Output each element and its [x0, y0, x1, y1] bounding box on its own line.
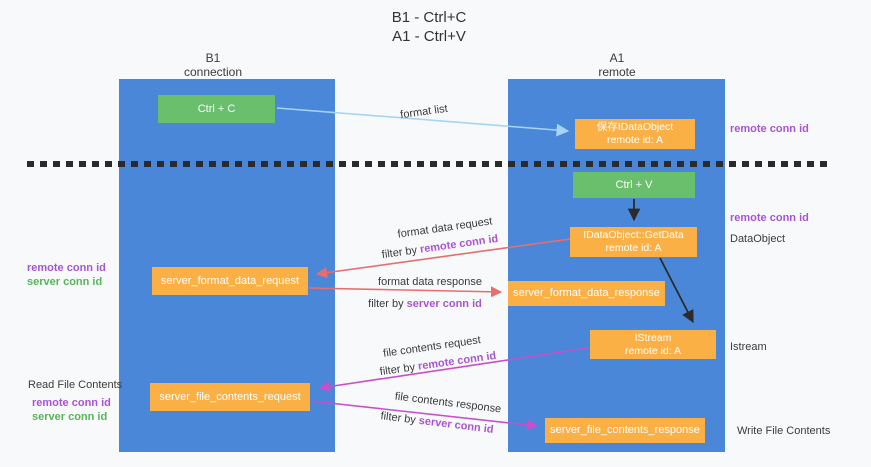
format-data-response-filter-label: filter by server conn id — [368, 298, 482, 310]
filter-by-text: filter by — [379, 410, 420, 427]
server-conn-id-key: server conn id — [418, 414, 495, 436]
read-file-contents-label: Read File Contents — [28, 379, 123, 391]
right-remote-conn-id-2: remote conn id — [730, 212, 809, 224]
ctrl-v-box: Ctrl + V — [573, 172, 695, 198]
filter-by-text: filter by — [368, 298, 407, 310]
filter-by-text: filter by — [379, 360, 419, 379]
dashed-divider — [27, 161, 830, 167]
file-contents-response-label: file contents response — [394, 390, 502, 416]
left-conn-ids-2: remote conn id server conn id — [32, 396, 111, 424]
istream-box: IStream remote id: A — [590, 330, 716, 359]
format-data-response-label: format data response — [378, 276, 482, 288]
dataobject-label: DataObject — [730, 233, 786, 245]
idataobject-getdata-line1: IDataObject::GetData — [583, 229, 684, 241]
server-file-contents-response-box: server_file_contents_response — [545, 418, 705, 443]
server-file-contents-request-box: server_file_contents_request — [150, 383, 310, 411]
ctrl-c-box: Ctrl + C — [158, 95, 275, 123]
format-list-label: format list — [399, 102, 449, 122]
left-conn-ids-1: remote conn id server conn id — [27, 261, 106, 289]
server-conn-id-key: server conn id — [406, 298, 482, 310]
column-b1-role: connection — [183, 65, 243, 79]
idataobject-getdata-box: IDataObject::GetData remote id: A — [570, 227, 697, 257]
server-format-data-response-label: server_format_data_response — [513, 287, 660, 299]
save-dataobject-line1: 保存IDataObject — [596, 121, 674, 133]
idataobject-getdata-line2: remote id: A — [605, 242, 662, 254]
filter-by-text: filter by — [381, 243, 421, 262]
right-remote-conn-id-1: remote conn id — [730, 123, 809, 135]
remote-conn-id-key: remote conn id — [419, 232, 499, 256]
server-format-data-request-label: server_format_data_request — [160, 274, 300, 287]
file-contents-response-filter-label: filter by server conn id — [380, 410, 494, 436]
left-server-conn-id-1: server conn id — [27, 276, 103, 288]
column-b1-name: B1 — [205, 51, 221, 65]
istream-side-label: Istream — [730, 341, 767, 353]
ctrl-c-label: Ctrl + C — [197, 102, 236, 115]
page-title: B1 - Ctrl+C A1 - Ctrl+V — [392, 8, 467, 46]
left-server-conn-id-2: server conn id — [32, 411, 108, 423]
format-data-response-arrow — [308, 286, 503, 298]
title-line-2: A1 - Ctrl+V — [392, 28, 466, 45]
istream-line2: remote id: A — [624, 344, 682, 357]
save-dataobject-box: 保存IDataObject remote id: A — [575, 119, 695, 149]
column-header-a1: A1 remote — [598, 51, 635, 79]
istream-line1: IStream — [634, 331, 672, 344]
left-remote-conn-id-2: remote conn id — [32, 397, 111, 409]
title-line-1: B1 - Ctrl+C — [391, 9, 467, 26]
ctrl-v-label: Ctrl + V — [615, 178, 653, 191]
server-format-data-request-box: server_format_data_request — [152, 267, 308, 295]
server-file-contents-response-label: server_file_contents_response — [550, 424, 700, 436]
server-format-data-response-box: server_format_data_response — [508, 281, 665, 306]
column-header-b1: B1 connection — [184, 51, 242, 79]
write-file-contents-label: Write File Contents — [737, 425, 831, 437]
server-file-contents-request-label: server_file_contents_request — [159, 390, 301, 403]
left-remote-conn-id-1: remote conn id — [27, 262, 106, 274]
save-dataobject-line2: remote id: A — [606, 134, 664, 146]
column-a1-role: remote — [598, 65, 636, 79]
column-a1-name: A1 — [609, 51, 625, 65]
